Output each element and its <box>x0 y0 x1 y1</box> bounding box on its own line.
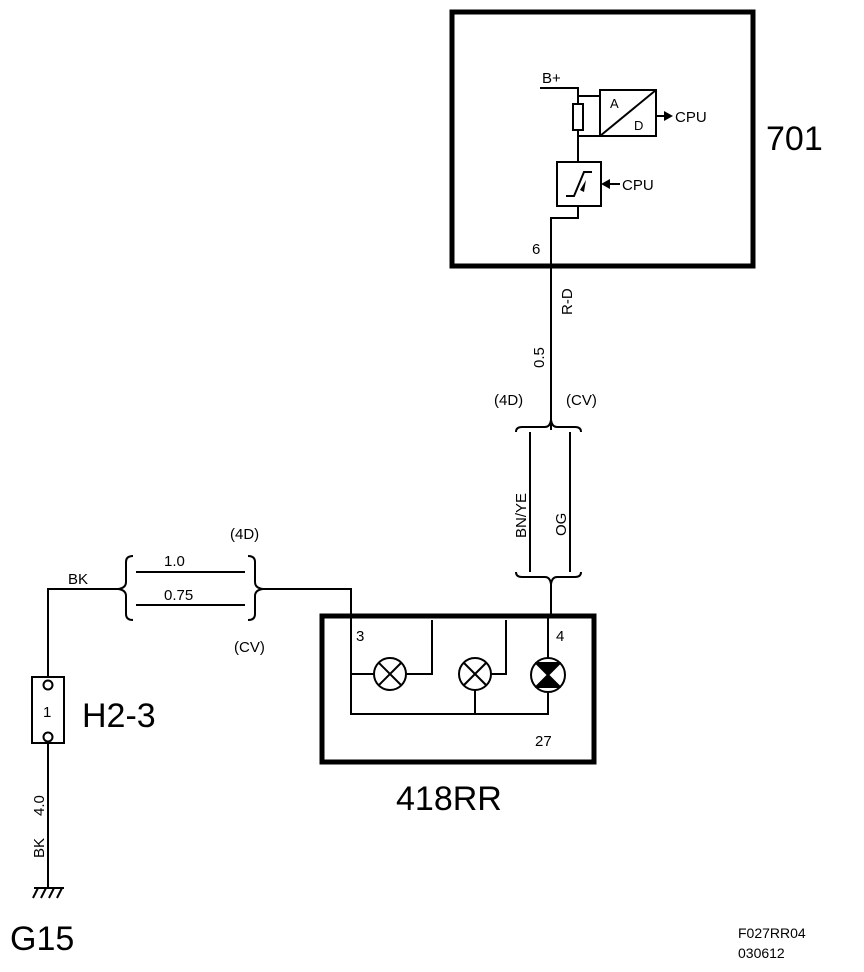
arrow-left-icon <box>601 179 610 189</box>
lamp-pin-ground: 27 <box>535 733 552 750</box>
lamp-bulb-3-active-icon <box>530 657 566 693</box>
connector-label: H2-3 <box>82 697 156 735</box>
left-bracket-open <box>117 555 134 621</box>
connector-pin-bottom-icon <box>42 731 54 743</box>
switch-symbol-icon <box>566 171 592 197</box>
lamp-unit-frame <box>319 613 597 765</box>
left-variant-b: (CV) <box>234 639 265 656</box>
supply-wire <box>540 87 579 104</box>
ground-wire-color: BK <box>31 838 48 858</box>
signal-wire-size: 0.5 <box>531 347 548 368</box>
connector-pin-number: 1 <box>43 704 51 721</box>
lamp-ground-bus <box>350 591 549 715</box>
lamp-2-feed <box>491 620 507 675</box>
ground-wire-size: 4.0 <box>31 795 48 816</box>
driver-switch <box>556 161 602 207</box>
left-bracket-close <box>247 555 264 621</box>
ground-symbol-icon <box>32 887 64 899</box>
cpu-input-label: CPU <box>622 177 654 194</box>
connector-pin-top-icon <box>42 679 54 691</box>
right-bracket-bottom <box>515 571 582 585</box>
switch-to-pin-wire <box>550 206 579 266</box>
right-wire-color-b: OG <box>553 513 570 536</box>
lamp-pin-right: 4 <box>556 628 564 645</box>
right-variant-b: (CV) <box>566 392 597 409</box>
lamp-bulb-2-icon <box>458 657 492 691</box>
lamp-to-bracket-wire <box>260 588 352 592</box>
converter-output-label: D <box>634 118 643 133</box>
module-701-frame <box>449 9 756 269</box>
left-wire-color: BK <box>68 571 88 588</box>
bracket-to-connector-wire <box>47 588 118 676</box>
right-variant-a: (4D) <box>494 392 523 409</box>
ad-converter: A D <box>599 89 657 137</box>
lamp-pin-left: 3 <box>356 628 364 645</box>
right-bracket-top <box>515 419 582 433</box>
lamp-unit-label: 418RR <box>396 780 502 818</box>
connector-h2-3: 1 H2-3 <box>31 676 156 744</box>
right-wire-color-a: BN/YE <box>513 493 530 538</box>
lamp-1-return <box>406 620 433 675</box>
left-variant-a: (4D) <box>230 526 259 543</box>
converter-input-label: A <box>610 96 619 111</box>
lamp-bulb-1-icon <box>373 657 407 691</box>
figure-code: F027RR04 <box>738 925 806 941</box>
converter-diagonal <box>599 89 657 137</box>
left-variant-bracket: 1.0 0.75 <box>117 553 264 621</box>
cpu-output-label: CPU <box>675 109 707 126</box>
module-701-pin: 6 <box>532 241 540 258</box>
arrow-right-icon <box>664 111 673 121</box>
lamp-unit-418rr: 418RR 3 4 27 <box>319 591 597 818</box>
module-701-label: 701 <box>766 120 823 158</box>
right-variant-bracket: BN/YE OG <box>513 419 582 585</box>
switch-arrow-icon <box>580 180 586 192</box>
resistor-symbol <box>572 103 584 131</box>
left-wire-size-b: 0.75 <box>164 587 193 604</box>
signal-wire-color: R-D <box>559 288 576 315</box>
figure-date: 030612 <box>738 945 785 961</box>
supply-label: B+ <box>542 70 561 87</box>
module-701: 701 B+ A D CPU CPU 6 <box>449 9 823 269</box>
ground-label: G15 <box>10 920 74 958</box>
left-wire-size-a: 1.0 <box>164 553 185 570</box>
